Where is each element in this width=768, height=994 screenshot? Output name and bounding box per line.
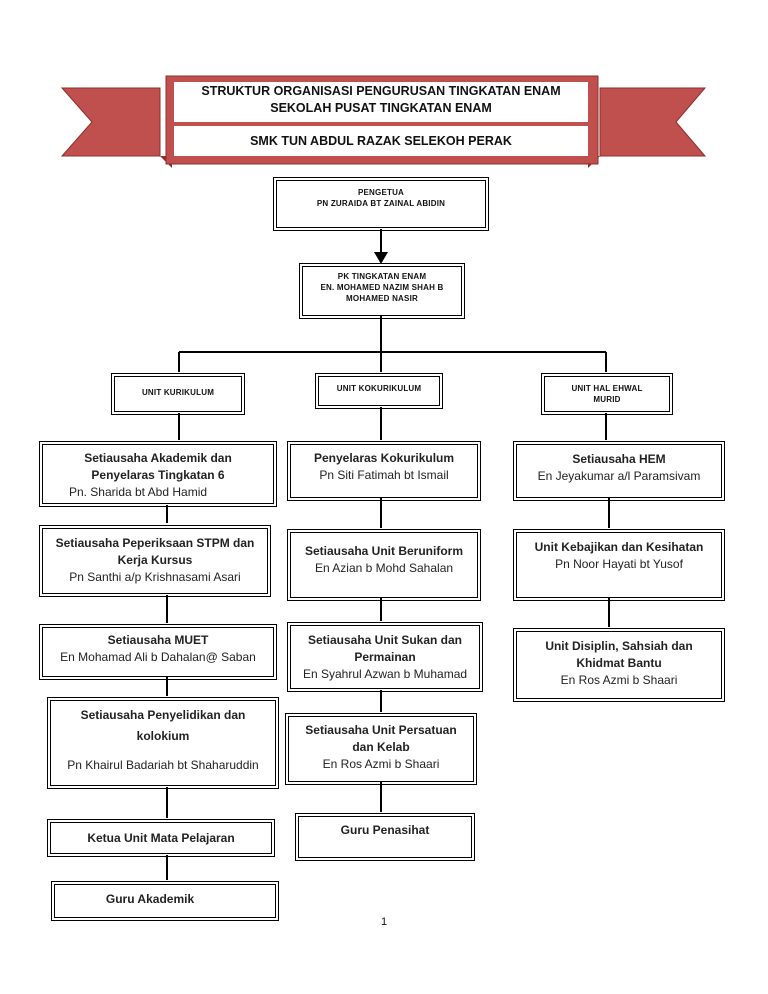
middle-box-persatuan: Setiausaha Unit Persatuan dan Kelab En R… [285,713,477,785]
right-box-hem-title: Setiausaha HEM [572,452,666,466]
right-box-hem: Setiausaha HEM En Jeyakumar a/l Paramsiv… [513,441,725,501]
right-box-disiplin-title1: Unit Disiplin, Sahsiah dan [545,639,693,653]
right-box-disiplin: Unit Disiplin, Sahsiah dan Khidmat Bantu… [513,628,725,702]
middle-box-kokurikulum-name: Pn Siti Fatimah bt Ismail [319,468,449,482]
pk-name-line1: EN. MOHAMED NAZIM SHAH B [320,283,444,292]
middle-box-sukan: Setiausaha Unit Sukan dan Permainan En S… [287,622,483,692]
right-box-kebajikan-name: Pn Noor Hayati bt Yusof [555,557,683,571]
unit-kurikulum-box: UNIT KURIKULUM [111,373,245,415]
left-box-akademik-name: Pn. Sharida bt Abd Hamid [68,485,208,499]
left-box-akademik-title1: Setiausaha Akademik dan [84,451,232,465]
left-box-stpm-title1: Setiausaha Peperiksaan STPM dan [55,536,255,550]
middle-box-sukan-title1: Setiausaha Unit Sukan dan [307,633,463,647]
middle-box-sukan-title2: Permainan [354,650,416,664]
unit-hem-box: UNIT HAL EHWAL MURID [541,373,673,415]
left-box-penyelidikan-name: Pn Khairul Badariah bt Shaharuddin [67,758,259,772]
left-box-stpm: Setiausaha Peperiksaan STPM dan Kerja Ku… [39,525,271,597]
unit-kokurikulum-box: UNIT KOKURIKULUM [315,373,443,409]
left-box-stpm-name: Pn Santhi a/p Krishnasami Asari [69,570,241,584]
left-box-guru-akademik: Guru Akademik [51,881,279,921]
unit-kokurikulum-label: UNIT KOKURIKULUM [336,384,422,393]
middle-box-kokurikulum-title: Penyelaras Kokurikulum [313,451,455,465]
right-box-disiplin-title2: Khidmat Bantu [576,656,662,670]
left-box-penyelidikan-title2: kolokium [136,729,190,743]
left-box-stpm-title2: Kerja Kursus [117,553,193,567]
middle-box-persatuan-name: En Ros Azmi b Shaari [322,757,440,771]
title-banner [60,75,707,168]
right-box-kebajikan-title: Unit Kebajikan dan Kesihatan [534,540,704,554]
middle-box-beruniform: Setiausaha Unit Beruniform En Azian b Mo… [287,529,481,601]
middle-box-kokurikulum: Penyelaras Kokurikulum Pn Siti Fatimah b… [287,441,481,501]
left-box-penyelidikan-title1: Setiausaha Penyelidikan dan [80,708,246,722]
left-box-ketua-unit: Ketua Unit Mata Pelajaran [47,819,275,857]
middle-box-beruniform-name: En Azian b Mohd Sahalan [314,561,454,575]
pengetua-name: PN ZURAIDA BT ZAINAL ABIDIN [316,199,446,208]
pengetua-title: PENGETUA [357,188,405,197]
left-box-guru-akademik-title: Guru Akademik [105,892,195,906]
banner-title-line1: STRUKTUR ORGANISASI PENGURUSAN TINGKATAN… [201,84,561,98]
right-box-hem-name: En Jeyakumar a/l Paramsivam [537,469,701,483]
left-box-penyelidikan: Setiausaha Penyelidikan dan kolokium Pn … [47,697,279,789]
left-box-muet-name: En Mohamad Ali b Dahalan@ Saban [60,650,256,664]
pengetua-box: PENGETUA PN ZURAIDA BT ZAINAL ABIDIN [273,177,489,231]
left-box-muet-title: Setiausaha MUET [107,633,209,647]
middle-box-guru-penasihat: Guru Penasihat [295,813,475,861]
left-box-akademik-title2: Penyelaras Tingkatan 6 [91,468,225,482]
right-box-kebajikan: Unit Kebajikan dan Kesihatan Pn Noor Hay… [513,529,725,601]
middle-box-sukan-name: En Syahrul Azwan b Muhamad [302,667,468,681]
left-box-akademik: Setiausaha Akademik dan Penyelaras Tingk… [39,441,277,507]
unit-kurikulum-label: UNIT KURIKULUM [141,388,215,397]
pk-name-line2: MOHAMED NASIR [346,294,418,303]
banner-title-line2: SEKOLAH PUSAT TINGKATAN ENAM [270,101,492,115]
page-number: 1 [380,916,388,928]
middle-box-guru-penasihat-title: Guru Penasihat [340,823,430,837]
middle-box-persatuan-title2: dan Kelab [352,740,410,754]
middle-box-beruniform-title: Setiausaha Unit Beruniform [304,544,464,558]
banner-school-name: SMK TUN ABDUL RAZAK SELEKOH PERAK [250,134,512,148]
pk-box: PK TINGKATAN ENAM EN. MOHAMED NAZIM SHAH… [299,263,465,319]
unit-hem-label-line2: MURID [593,395,621,404]
middle-box-persatuan-title1: Setiausaha Unit Persatuan [305,723,457,737]
left-box-muet: Setiausaha MUET En Mohamad Ali b Dahalan… [39,624,277,680]
left-box-ketua-unit-title: Ketua Unit Mata Pelajaran [87,831,235,845]
right-box-disiplin-name: En Ros Azmi b Shaari [560,673,678,687]
pk-title: PK TINGKATAN ENAM [337,272,427,281]
unit-hem-label-line1: UNIT HAL EHWAL [571,384,643,393]
